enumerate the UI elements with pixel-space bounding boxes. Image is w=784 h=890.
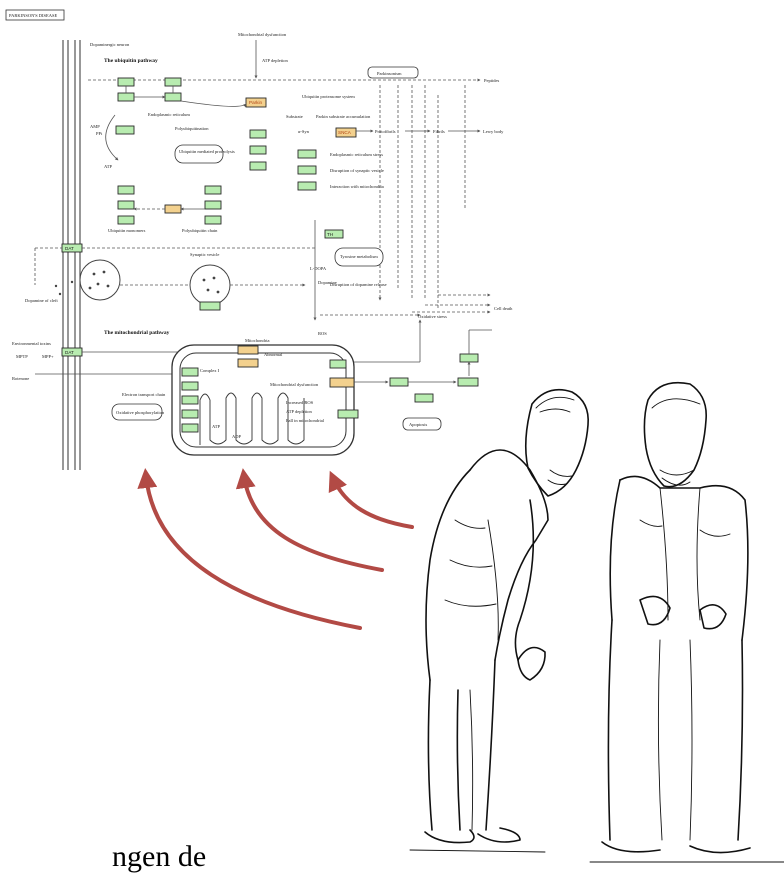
svg-text:Disruption of synaptic vesicle: Disruption of synaptic vesicle bbox=[330, 168, 384, 173]
svg-text:ADP: ADP bbox=[232, 434, 241, 439]
svg-text:DAT: DAT bbox=[65, 350, 74, 355]
mitochondrion: Mitochondria Complex I Abnormal Mitochon… bbox=[171, 338, 359, 456]
diagram-title-box bbox=[5, 9, 65, 21]
svg-text:Endoplasmic reticulum stress: Endoplasmic reticulum stress bbox=[330, 152, 383, 157]
ubiquitin-pathway-heading: The ubiquitin pathway bbox=[104, 58, 158, 64]
environmental-toxins-label: Environmental toxins bbox=[12, 341, 51, 346]
svg-text:Substrate: Substrate bbox=[286, 114, 303, 119]
svg-text:Polyubiquitination: Polyubiquitination bbox=[175, 126, 209, 131]
caption-text: ngen de bbox=[112, 840, 207, 873]
stooped-man-illustration bbox=[409, 388, 589, 853]
parkinsonism-box bbox=[367, 66, 419, 79]
svg-text:L-DOPA: L-DOPA bbox=[310, 266, 327, 271]
cell-death-label: Cell death bbox=[494, 306, 513, 311]
svg-text:DAT: DAT bbox=[65, 246, 74, 251]
protofibrils-label: Protofibrils bbox=[375, 129, 396, 134]
svg-text:Parkin substrate accumulation: Parkin substrate accumulation bbox=[316, 114, 371, 119]
svg-text:ATP depletion: ATP depletion bbox=[286, 409, 312, 414]
oxidative-stress-label: Oxidative stress bbox=[418, 314, 447, 319]
apoptosis-label: Apoptosis bbox=[409, 422, 428, 427]
svg-text:Endoplasmic reticulum: Endoplasmic reticulum bbox=[148, 112, 190, 117]
svg-text:Complex I: Complex I bbox=[200, 368, 220, 373]
mito-dysfunction-label: Mitochondrial dysfunction bbox=[238, 32, 287, 37]
svg-text:Ubiquitin mediated proteolysis: Ubiquitin mediated proteolysis bbox=[179, 149, 235, 154]
kegg-pathway-diagram: PARKINSON'S DISEASE Dopaminergic neuron … bbox=[5, 9, 513, 470]
svg-text:ROS: ROS bbox=[318, 331, 327, 336]
ubiquitin-monomers-label: Ubiquitin monomers bbox=[108, 228, 146, 233]
svg-text:MPP+: MPP+ bbox=[42, 354, 54, 359]
svg-text:Parkin: Parkin bbox=[249, 100, 262, 105]
synaptic-vesicle-label: Synaptic vesicle bbox=[190, 252, 219, 257]
svg-text:Mitochondrial dysfunction: Mitochondrial dysfunction bbox=[270, 382, 319, 387]
polyubiquitin-label: Polyubiquitin chain bbox=[182, 228, 218, 233]
dopaminergic-neuron-label: Dopaminergic neuron bbox=[90, 42, 130, 47]
svg-text:Abnormal: Abnormal bbox=[264, 352, 283, 357]
cell-membrane bbox=[62, 40, 81, 470]
svg-text:Interaction with mitochondria: Interaction with mitochondria bbox=[330, 184, 384, 189]
peptides-label: Peptides bbox=[484, 78, 499, 83]
svg-text:TH: TH bbox=[327, 232, 333, 237]
dopamine-label: Dopamine bbox=[318, 280, 337, 285]
svg-text:Fall in mitochondrial: Fall in mitochondrial bbox=[286, 418, 325, 423]
dopamine-of-cleft-label: Dopamine of cleft bbox=[25, 298, 58, 303]
rotenone-label: Rotenone bbox=[12, 376, 29, 381]
svg-text:α-Syn: α-Syn bbox=[298, 129, 310, 134]
svg-text:AMP: AMP bbox=[90, 124, 100, 129]
svg-text:Ubiquitin proteasome system: Ubiquitin proteasome system bbox=[302, 94, 355, 99]
fibrils-label: Fibrils bbox=[433, 129, 445, 134]
svg-text:Tyrosine metabolism: Tyrosine metabolism bbox=[340, 254, 378, 259]
parkinsonism-label: Parkinsonism bbox=[377, 71, 402, 76]
mitochondria-label: Mitochondria bbox=[245, 338, 270, 343]
red-arrows bbox=[137, 468, 414, 630]
svg-text:MPTP: MPTP bbox=[16, 354, 28, 359]
svg-text:Increased ROS: Increased ROS bbox=[286, 400, 314, 405]
lewy-body-label: Lewy body bbox=[483, 129, 504, 134]
svg-text:SNCA: SNCA bbox=[338, 130, 352, 135]
svg-text:ATP: ATP bbox=[104, 164, 112, 169]
ubiquitin-mediated-box bbox=[174, 144, 224, 164]
svg-text:ATP: ATP bbox=[212, 424, 220, 429]
standing-man-illustration bbox=[589, 381, 784, 863]
svg-text:PPi: PPi bbox=[96, 131, 103, 136]
electron-transport-label: Electron transport chain bbox=[122, 392, 166, 397]
svg-text:Oxidative phosphorylation: Oxidative phosphorylation bbox=[116, 410, 165, 415]
svg-text:Disruption of dopamine release: Disruption of dopamine release bbox=[330, 282, 387, 287]
mitochondrial-pathway-heading: The mitochondrial pathway bbox=[104, 330, 170, 336]
atp-depletion-label: ATP depletion bbox=[262, 58, 288, 63]
diagram-title: PARKINSON'S DISEASE bbox=[9, 13, 58, 18]
